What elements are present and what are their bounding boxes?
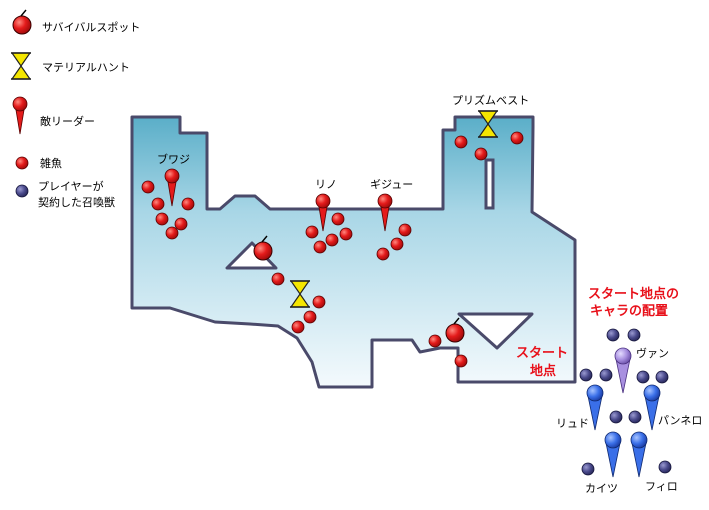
- minion-marker: [428, 334, 442, 348]
- enemy-leader-icon: [12, 96, 28, 135]
- summon-marker: [655, 370, 669, 384]
- minion-marker: [339, 227, 353, 241]
- legend-enemy-leader-label: 敵リーダー: [40, 114, 95, 128]
- placement-title-line1: スタート地点の: [588, 286, 679, 302]
- legend-enemy-leader: 敵リーダー: [12, 96, 95, 135]
- legend-minion: 雑魚: [15, 156, 62, 170]
- summon-icon: [15, 184, 29, 198]
- legend-survival-spot-label: サバイバルスポット: [42, 21, 140, 34]
- minion-marker: [376, 247, 390, 261]
- minion-marker: [155, 212, 169, 226]
- dungeon-floor: [130, 115, 577, 389]
- character-label-pannero: パンネロ: [658, 414, 702, 427]
- character-pannero: パンネロ: [643, 384, 702, 431]
- summon-marker: [581, 462, 595, 476]
- minion-marker: [325, 233, 339, 247]
- summon-marker: [628, 410, 642, 424]
- obstacle-pillar: [484, 158, 495, 210]
- minion-marker: [312, 295, 326, 309]
- party-member-marker: [604, 431, 622, 478]
- minion-marker: [454, 354, 468, 368]
- minion-marker: [271, 272, 285, 286]
- enemy-group-rino: リノ: [305, 178, 353, 254]
- leader-label-rino: リノ: [315, 178, 337, 191]
- minion-marker: [510, 131, 524, 145]
- character-kaitsu: カイツ: [585, 431, 622, 495]
- character-van: ヴァン: [614, 346, 669, 394]
- character-label-van: ヴァン: [636, 346, 669, 360]
- character-label-kaitsu: カイツ: [585, 482, 618, 495]
- prism-best-label: プリズムベスト: [452, 93, 529, 107]
- start-area: スタート 地点: [428, 317, 568, 379]
- enemy-group-gijuu: ギジュー: [370, 178, 413, 261]
- summon-marker: [599, 368, 613, 382]
- minion-marker: [398, 223, 412, 237]
- obstacle-triangle-right: [457, 312, 534, 350]
- leader-label-buwaji: ブワジ: [157, 152, 190, 166]
- minion-marker: [454, 135, 468, 149]
- start-point-label-line2: 地点: [530, 363, 556, 379]
- survival-spot-icon: [12, 9, 32, 35]
- character-firo: フィロ: [630, 431, 678, 493]
- placement-title-line2: キャラの配置: [590, 304, 668, 319]
- summon-marker: [627, 328, 641, 342]
- summon-marker: [579, 368, 593, 382]
- minion-marker: [305, 225, 319, 239]
- legend-summon: プレイヤーが 契約した召喚獣: [15, 179, 115, 209]
- summon-marker: [609, 410, 623, 424]
- minion-marker: [390, 237, 404, 251]
- legend-summon-label-line1: プレイヤーが: [38, 179, 104, 193]
- summon-marker: [636, 370, 650, 384]
- minion-icon: [15, 156, 29, 170]
- start-point-label-line1: スタート: [516, 346, 568, 361]
- minion-marker: [181, 197, 195, 211]
- legend-material-hunt: マテリアルハント: [10, 52, 130, 80]
- minion-marker: [291, 320, 305, 334]
- legend-summon-label-line2: 契約した召喚獣: [38, 195, 115, 209]
- minion-marker: [331, 212, 345, 226]
- minion-marker: [141, 180, 155, 194]
- enemy-group-buwaji: ブワジ: [141, 152, 195, 240]
- summon-marker: [606, 328, 620, 342]
- prism-best-area: プリズムベスト: [452, 93, 529, 161]
- legend-minion-label: 雑魚: [40, 156, 62, 170]
- minion-marker: [151, 197, 165, 211]
- legend-survival-spot: サバイバルスポット: [12, 9, 140, 35]
- party-placement: スタート地点の キャラの配置 ヴァン リュド パンネロ カイツ: [556, 286, 702, 495]
- minion-marker: [174, 217, 188, 231]
- hourglass-icon: [10, 52, 32, 80]
- character-label-ryudo: リュド: [556, 417, 589, 430]
- legend-material-hunt-label: マテリアルハント: [42, 61, 130, 74]
- minion-marker: [474, 147, 488, 161]
- party-member-marker: [586, 384, 604, 431]
- minion-marker: [303, 310, 317, 324]
- summon-marker: [658, 460, 672, 474]
- minion-marker: [313, 240, 327, 254]
- party-member-marker: [630, 431, 648, 478]
- legend: サバイバルスポット マテリアルハント 敵リーダー 雑魚 プレイヤーが 契約した召…: [10, 9, 140, 209]
- character-label-firo: フィロ: [645, 480, 678, 493]
- leader-label-gijuu: ギジュー: [370, 178, 413, 191]
- minion-marker: [165, 226, 179, 240]
- character-ryudo: リュド: [556, 384, 604, 431]
